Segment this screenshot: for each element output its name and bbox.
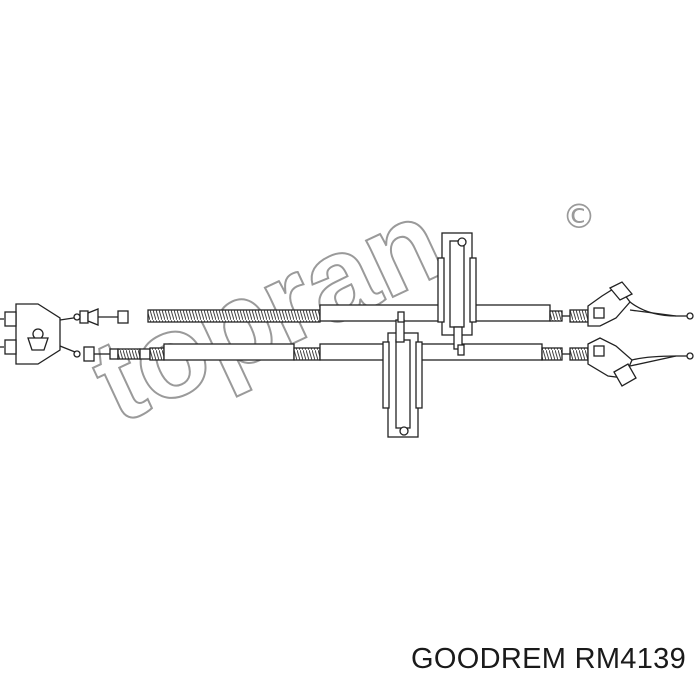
upper-left-cable-end bbox=[73, 308, 129, 326]
part-caption: GOODREM RM4139 bbox=[411, 643, 686, 676]
lower-left-cable-end bbox=[73, 346, 151, 362]
upper-cable bbox=[147, 304, 589, 323]
cable-assembly bbox=[0, 232, 694, 438]
copyright-icon: © bbox=[562, 197, 596, 237]
brand-name: GOODREM bbox=[411, 643, 567, 675]
equalizer-bracket bbox=[0, 303, 81, 365]
upper-right-cable-end bbox=[587, 281, 694, 327]
mounting-bracket-lower bbox=[382, 311, 423, 438]
mounting-bracket-upper bbox=[437, 232, 477, 356]
part-number: RM4139 bbox=[574, 643, 686, 675]
lower-right-cable-end bbox=[587, 337, 694, 387]
lower-cable bbox=[149, 343, 589, 361]
